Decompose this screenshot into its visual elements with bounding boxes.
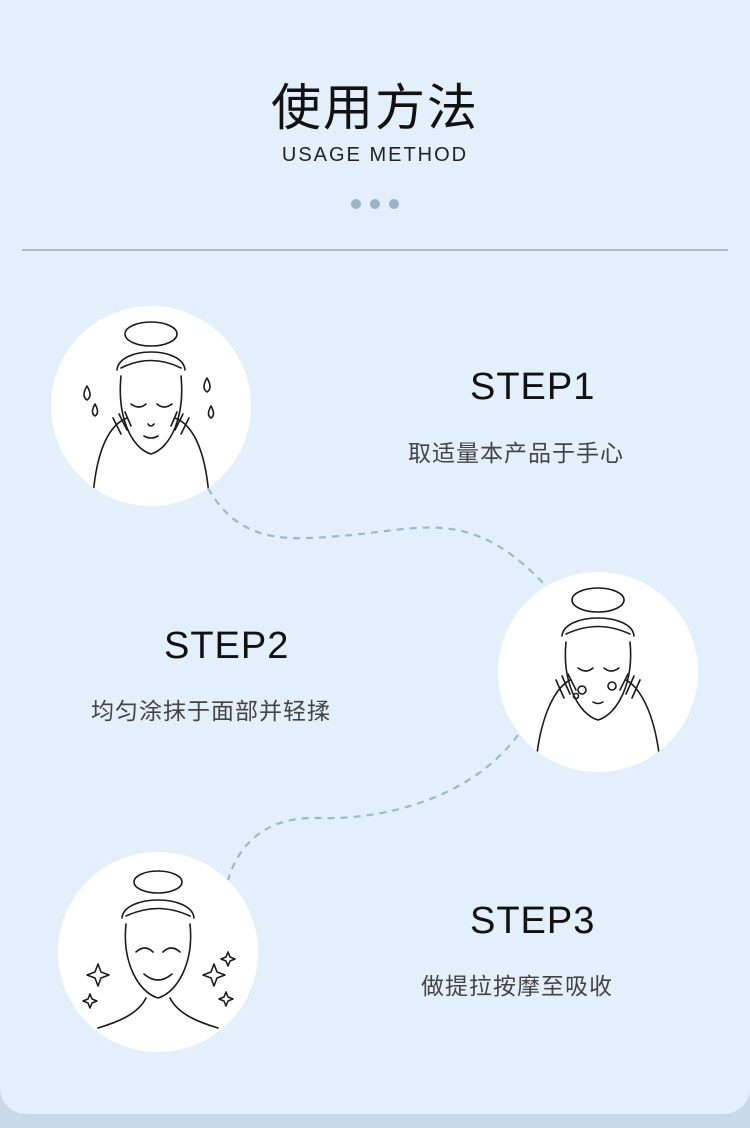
step2-illustration: [498, 572, 698, 772]
smiling-face-icon: [82, 870, 236, 1029]
face-washing-icon: [83, 321, 215, 497]
step1-title: STEP1: [470, 366, 596, 408]
dot-icon: [351, 199, 361, 209]
header-divider: [22, 249, 728, 251]
step3-illustration: [58, 852, 258, 1052]
step3-title: STEP3: [470, 900, 596, 942]
page-subtitle: USAGE METHOD: [281, 144, 469, 166]
decorative-dots: [345, 199, 405, 211]
step3-description: 做提拉按摩至吸收: [421, 974, 613, 1000]
dot-icon: [389, 199, 399, 209]
step1-illustration: [51, 306, 251, 506]
step1-description: 取适量本产品于手心: [408, 441, 624, 467]
face-massaging-icon: [535, 587, 661, 763]
step2-description: 均匀涂抹于面部并轻揉: [91, 699, 331, 725]
dot-icon: [370, 199, 380, 209]
page-title: 使用方法: [271, 79, 479, 137]
step2-title: STEP2: [164, 625, 290, 667]
